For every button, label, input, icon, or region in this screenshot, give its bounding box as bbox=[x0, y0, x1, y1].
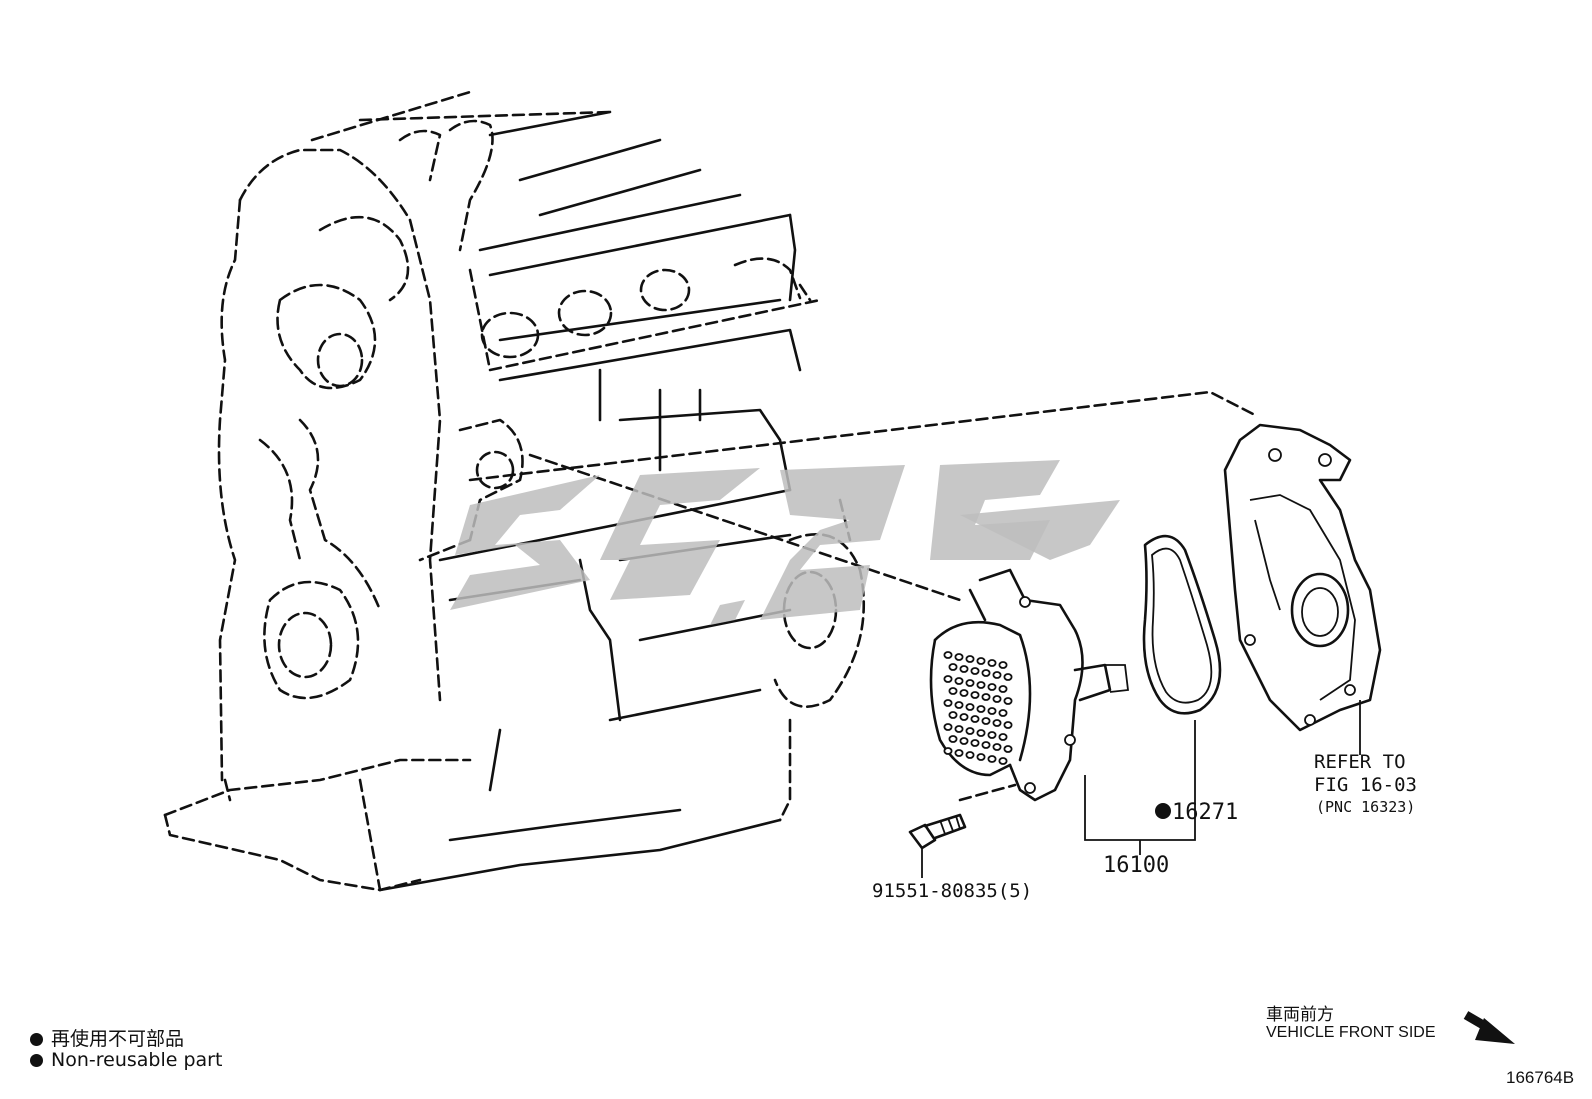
vent-hole bbox=[948, 711, 958, 719]
vent-hole bbox=[998, 733, 1008, 741]
vent-hole bbox=[954, 725, 964, 733]
vent-hole bbox=[987, 683, 997, 691]
legend-jp-text: 再使用不可部品 bbox=[51, 1028, 185, 1050]
gasket bbox=[1142, 534, 1222, 715]
engine-block-outline bbox=[163, 90, 866, 892]
vent-hole bbox=[976, 729, 986, 737]
vent-hole bbox=[998, 685, 1008, 693]
pump-vent-holes bbox=[943, 651, 1013, 765]
vent-hole bbox=[954, 677, 964, 685]
vent-hole bbox=[976, 681, 986, 689]
legend-dot-icon bbox=[30, 1054, 43, 1067]
vent-hole bbox=[992, 695, 1002, 703]
watermark-logo bbox=[450, 460, 1120, 625]
vent-hole bbox=[981, 741, 991, 749]
vent-hole bbox=[965, 727, 975, 735]
vent-hole bbox=[965, 703, 975, 711]
vent-hole bbox=[998, 709, 1008, 717]
gasket-part-number: 16271 bbox=[1172, 800, 1238, 825]
vent-hole bbox=[970, 715, 980, 723]
vent-hole bbox=[948, 663, 958, 671]
bolt-part-number: 91551-80835(5) bbox=[872, 880, 1032, 902]
vent-hole bbox=[981, 669, 991, 677]
pump-assy-part-number: 16100 bbox=[1103, 853, 1169, 878]
bolt bbox=[908, 813, 967, 850]
vent-hole bbox=[987, 659, 997, 667]
vent-hole bbox=[965, 655, 975, 663]
vent-hole bbox=[998, 757, 1008, 765]
vent-hole bbox=[959, 737, 969, 745]
vent-hole bbox=[954, 653, 964, 661]
vent-hole bbox=[1003, 721, 1013, 729]
vent-hole bbox=[943, 723, 953, 731]
vent-hole bbox=[1003, 745, 1013, 753]
vent-hole bbox=[1003, 697, 1013, 705]
vent-hole bbox=[992, 719, 1002, 727]
vent-hole bbox=[998, 661, 1008, 669]
vent-hole bbox=[976, 705, 986, 713]
vent-hole bbox=[992, 743, 1002, 751]
vent-hole bbox=[943, 747, 953, 755]
vent-hole bbox=[970, 691, 980, 699]
orientation-en: VEHICLE FRONT SIDE bbox=[1266, 1024, 1436, 1041]
front-arrow-icon bbox=[1463, 1011, 1515, 1044]
vent-hole bbox=[976, 753, 986, 761]
vent-hole bbox=[959, 713, 969, 721]
vent-hole bbox=[987, 707, 997, 715]
legend-en: Non-reusable part bbox=[30, 1049, 222, 1071]
vent-hole bbox=[987, 731, 997, 739]
legend-jp: 再使用不可部品 bbox=[30, 1024, 184, 1051]
vent-hole bbox=[948, 687, 958, 695]
vent-hole bbox=[981, 717, 991, 725]
legend-en-text: Non-reusable part bbox=[51, 1049, 223, 1071]
vent-hole bbox=[948, 735, 958, 743]
refer-to-line2: FIG 16-03 bbox=[1314, 774, 1417, 796]
vent-hole bbox=[970, 739, 980, 747]
vent-hole bbox=[992, 671, 1002, 679]
vent-hole bbox=[981, 693, 991, 701]
non-reusable-dot-icon bbox=[1155, 803, 1171, 819]
vent-hole bbox=[954, 749, 964, 757]
vent-hole bbox=[1003, 673, 1013, 681]
vent-hole bbox=[965, 679, 975, 687]
orientation-jp: 車両前方 bbox=[1266, 1005, 1334, 1024]
vent-hole bbox=[987, 755, 997, 763]
vent-hole bbox=[954, 701, 964, 709]
mounting-housing bbox=[1223, 423, 1382, 732]
vent-hole bbox=[976, 657, 986, 665]
refer-to-line1: REFER TO bbox=[1314, 751, 1406, 773]
callout-leaders bbox=[921, 700, 1361, 878]
vent-hole bbox=[970, 667, 980, 675]
figure-id: 166764B bbox=[1506, 1068, 1575, 1087]
refer-to-line3: (PNC 16323) bbox=[1316, 798, 1415, 816]
vent-hole bbox=[943, 699, 953, 707]
vacuum-pump-assembly bbox=[929, 568, 1130, 802]
vent-hole bbox=[965, 751, 975, 759]
vent-hole bbox=[959, 665, 969, 673]
legend-dot-icon bbox=[30, 1033, 43, 1046]
vent-hole bbox=[943, 651, 953, 659]
vent-hole bbox=[943, 675, 953, 683]
vent-hole bbox=[959, 689, 969, 697]
assembly-leaders bbox=[468, 390, 1257, 802]
